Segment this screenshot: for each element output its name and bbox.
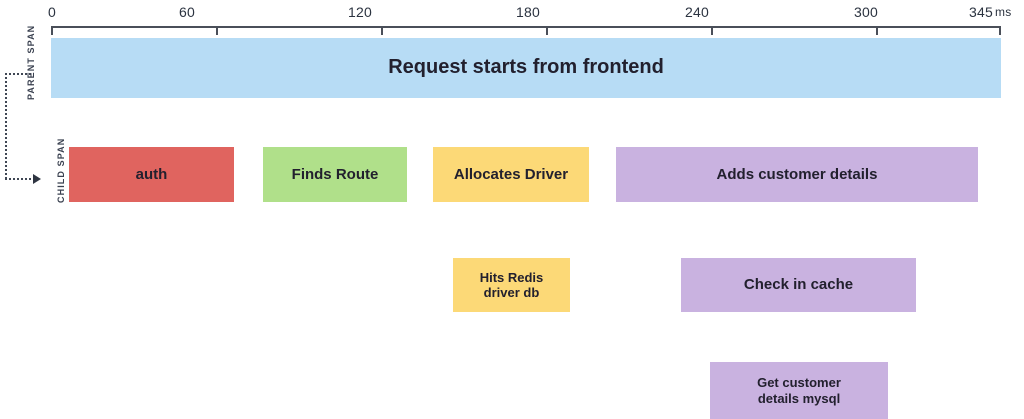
span-label: Finds Route [291,165,379,183]
axis-tick-345 [999,26,1001,35]
span-label: Check in cache [743,276,854,294]
span-label: Adds customer details [716,165,878,183]
time-axis-line [51,26,1001,28]
connector-bottom-line [5,178,35,180]
axis-unit-label: ms [995,5,1012,19]
span-label: Request starts from frontend [388,56,664,79]
axis-label-300: 300 [854,4,878,20]
span-auth[interactable]: auth [69,147,234,202]
connector-top-line [5,73,31,75]
axis-label-180: 180 [516,4,540,20]
connector-arrowhead-icon [33,174,41,184]
span-label: Hits Redis driver db [479,269,544,300]
parent-child-connector [0,60,50,190]
axis-label-60: 60 [179,4,195,20]
axis-label-240: 240 [685,4,709,20]
span-adds-customer-details[interactable]: Adds customer details [616,147,978,202]
span-label: Get customer details mysql [757,375,841,406]
span-request-starts-from-frontend[interactable]: Request starts from frontend [51,38,1001,98]
axis-tick-60 [216,26,218,35]
axis-label-0: 0 [48,4,56,20]
span-label: auth [135,165,168,183]
row-caption-parent-span: PARENT SPAN [26,24,36,100]
span-label: Allocates Driver [453,165,569,183]
span-get-customer-details-mysql[interactable]: Get customer details mysql [710,362,888,419]
row-caption-child-span: CHILD SPAN [56,137,66,203]
axis-label-120: 120 [348,4,372,20]
span-allocates-driver[interactable]: Allocates Driver [433,147,589,202]
span-hits-redis-driver-db[interactable]: Hits Redis driver db [453,258,570,312]
axis-tick-180 [546,26,548,35]
axis-tick-300 [876,26,878,35]
axis-tick-240 [711,26,713,35]
span-finds-route[interactable]: Finds Route [263,147,407,202]
connector-vertical-line [5,73,7,179]
span-check-in-cache[interactable]: Check in cache [681,258,916,312]
axis-label-345: 345 [969,4,993,20]
axis-tick-120 [381,26,383,35]
axis-tick-0 [51,26,53,35]
